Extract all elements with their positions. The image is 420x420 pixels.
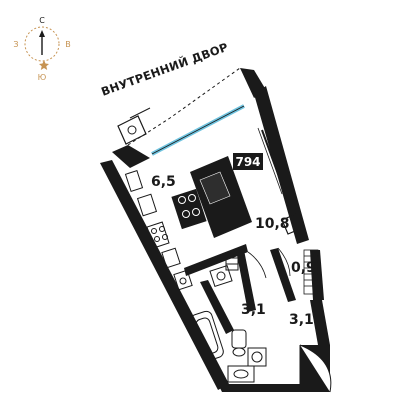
- wall-inner-3: [200, 280, 234, 334]
- wall-bottom: [218, 384, 300, 392]
- wall-inner-4: [270, 248, 296, 302]
- room-area-kitchen: 6,5: [151, 174, 176, 190]
- apartment-badge: [233, 153, 263, 170]
- compass-south: Ю: [38, 73, 47, 82]
- wall-inner-2: [236, 250, 256, 312]
- compass-ring: [24, 26, 60, 62]
- wall-balcony-corner: [240, 68, 266, 98]
- hall-fixture-icon: [225, 257, 239, 271]
- wall-balcony-left: [112, 145, 150, 168]
- compass-east: В: [65, 40, 71, 49]
- room-area-living: 10,8: [255, 216, 290, 232]
- kitchen-counter: [124, 169, 193, 291]
- wall-right-upper: [254, 86, 309, 244]
- door-arc-1: [247, 251, 267, 279]
- sink-icon: [161, 247, 181, 269]
- bed: [190, 156, 252, 238]
- balcony-outline: [127, 67, 241, 146]
- courtyard-label: ВНУТРЕННИЙ ДВОР: [99, 39, 230, 99]
- wall-right-corner: [310, 300, 330, 345]
- room-area-hall: 3,1: [289, 312, 314, 328]
- entry-door-arc: [299, 344, 332, 393]
- compass-north: С: [39, 16, 45, 25]
- stove-icon: [146, 221, 170, 249]
- washing-machine-icon: [247, 347, 267, 367]
- compass-west: З: [13, 40, 18, 49]
- room-area-bathroom: 3,1: [241, 302, 266, 318]
- tv-icon: [261, 129, 287, 197]
- window-frame: [151, 105, 245, 155]
- wall-inner-1: [184, 244, 248, 276]
- wall-left: [100, 160, 229, 390]
- toilet-icon: [231, 329, 247, 357]
- apartment-number: 794: [235, 155, 260, 169]
- ac-unit-icon: [117, 115, 147, 145]
- door-arc-2: [277, 247, 291, 277]
- room-area-wardrobe: 0,9: [291, 260, 316, 276]
- wall-right-lower: [310, 250, 324, 300]
- wardrobe-shelves: [303, 249, 319, 295]
- walls: [100, 68, 330, 392]
- washbasin-icon: [227, 365, 255, 383]
- star-icon: [39, 60, 49, 70]
- compass: С З В Ю: [13, 16, 70, 82]
- armchair-icon: [281, 213, 303, 235]
- dining-table: [171, 188, 207, 230]
- north-arrow-icon: [39, 30, 45, 37]
- bathtub-icon: [190, 310, 224, 362]
- balcony-edge: [129, 107, 151, 119]
- bath-mirror-icon: [209, 264, 233, 288]
- tv-stand: [257, 127, 283, 195]
